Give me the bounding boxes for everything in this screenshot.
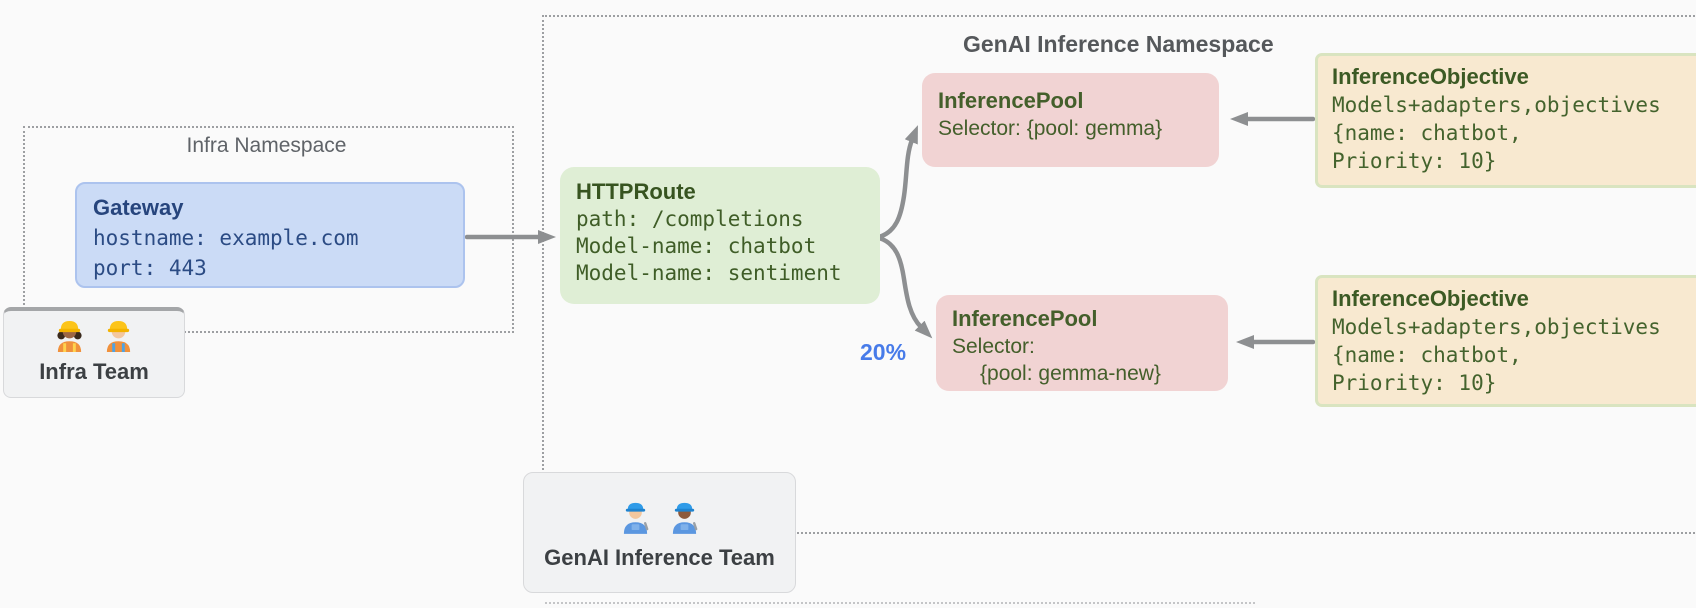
- infra-team-icons: [54, 317, 134, 357]
- infra-namespace-box: [23, 126, 514, 333]
- objective-priority: Priority: 10}: [1332, 371, 1497, 395]
- inference-pool-selector: Selector: {pool: gemma}: [938, 117, 1163, 140]
- gateway-title: Gateway: [93, 195, 184, 220]
- namespace-border-fragment: [545, 602, 1255, 604]
- genai-inference-team-card: GenAI Inference Team: [523, 472, 796, 593]
- inference-pool-title: InferencePool: [952, 306, 1098, 331]
- woman-mechanic-icon: [620, 497, 651, 539]
- objective-models: Models+adapters,objectives: [1332, 315, 1661, 339]
- objective-name: {name: chatbot,: [1332, 121, 1522, 145]
- genai-namespace-title: GenAI Inference Namespace: [963, 31, 1274, 57]
- inference-pool-gemma-card: InferencePool Selector: {pool: gemma}: [922, 73, 1219, 167]
- man-construction-worker-icon: [103, 317, 134, 357]
- inference-pool-gemma-new-card: InferencePool Selector: {pool: gemma-new…: [936, 295, 1228, 391]
- inference-pool-selector-value: {pool: gemma-new}: [980, 362, 1161, 385]
- infra-team-label: Infra Team: [39, 359, 149, 384]
- man-mechanic-icon: [669, 497, 700, 539]
- genai-inference-namespace-box: [542, 15, 1696, 534]
- httproute-path: path: /completions: [576, 207, 804, 231]
- traffic-split-percentage: 20%: [860, 339, 907, 365]
- woman-construction-worker-icon: [54, 317, 85, 357]
- objective-name: {name: chatbot,: [1332, 343, 1522, 367]
- inference-objective-title: InferenceObjective: [1332, 286, 1529, 311]
- genai-team-label: GenAI Inference Team: [544, 545, 775, 570]
- inference-objective-bottom-card: InferenceObjective Models+adapters,objec…: [1315, 275, 1696, 407]
- inference-pool-selector: Selector:: [952, 335, 1035, 358]
- objective-models: Models+adapters,objectives: [1332, 93, 1661, 117]
- inference-objective-top-card: InferenceObjective Models+adapters,objec…: [1315, 53, 1696, 188]
- objective-priority: Priority: 10}: [1332, 149, 1497, 173]
- infra-namespace-title: Infra Namespace: [186, 134, 347, 157]
- httproute-card: HTTPRoute path: /completions Model-name:…: [560, 167, 880, 304]
- infra-team-card: Infra Team: [3, 307, 185, 398]
- genai-team-icons: [620, 497, 700, 539]
- gateway-card: Gateway hostname: example.com port: 443: [75, 182, 465, 288]
- inference-objective-title: InferenceObjective: [1332, 64, 1529, 89]
- inference-pool-title: InferencePool: [938, 88, 1084, 113]
- httproute-title: HTTPRoute: [576, 179, 696, 204]
- httproute-model-chatbot: Model-name: chatbot: [576, 234, 817, 258]
- gateway-port: port: 443: [93, 256, 207, 280]
- gateway-hostname: hostname: example.com: [93, 226, 359, 250]
- httproute-model-sentiment: Model-name: sentiment: [576, 261, 842, 285]
